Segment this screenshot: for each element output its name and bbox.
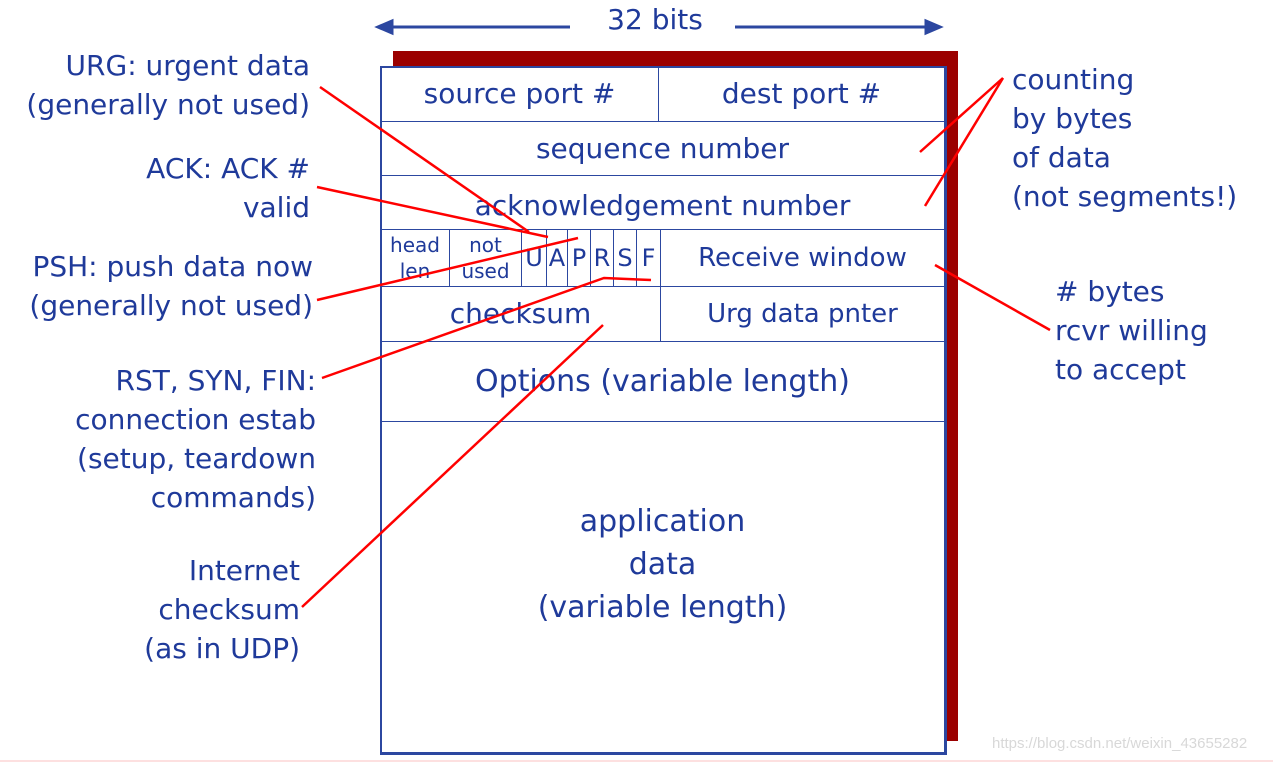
- ack-pointer-line: [316, 185, 549, 239]
- annotation-line: (setup, teardown: [77, 442, 316, 475]
- checksum-pointer-line: [301, 324, 604, 608]
- app-data-line: data: [628, 547, 697, 582]
- counting-annotation: counting by bytes of data (not segments!…: [1012, 60, 1237, 216]
- seq-counting-pointer-line: [919, 77, 1004, 153]
- annotation-line: PSH: push data now: [32, 250, 313, 283]
- arrowhead-left-icon: [374, 18, 394, 36]
- ack-counting-pointer-line: [923, 77, 1005, 207]
- annotation-line: ACK: ACK #: [146, 152, 310, 185]
- application-data-field: application data (variable length): [380, 421, 945, 753]
- annotation-line: checksum: [158, 593, 300, 626]
- checksum-field: checksum: [380, 286, 661, 342]
- psh-annotation: PSH: push data now (generally not used): [29, 247, 313, 325]
- window-annotation: # bytes rcvr willing to accept: [1055, 272, 1208, 389]
- annotation-line: rcvr willing: [1055, 314, 1208, 347]
- annotation-line: valid: [242, 191, 310, 224]
- annotation-line: Internet: [188, 554, 300, 587]
- annotation-line: connection estab: [75, 403, 316, 436]
- arrowhead-right-icon: [924, 18, 944, 36]
- head-len-field: head len: [380, 229, 450, 287]
- rst-syn-fin-annotation: RST, SYN, FIN: connection estab (setup, …: [75, 361, 316, 517]
- annotation-line: (generally not used): [26, 88, 310, 121]
- tcp-segment-box: [380, 66, 947, 755]
- ack-annotation: ACK: ACK # valid: [146, 149, 310, 227]
- annotation-line: to accept: [1055, 353, 1186, 386]
- width-label: 32 bits: [607, 3, 703, 36]
- annotation-line: commands): [150, 481, 316, 514]
- annotation-line: # bytes: [1055, 275, 1165, 308]
- annotation-line: (not segments!): [1012, 180, 1238, 213]
- annotation-line: RST, SYN, FIN:: [115, 364, 317, 397]
- urg-pointer-line: [319, 85, 530, 234]
- annotation-line: URG: urgent data: [65, 49, 310, 82]
- annotation-line: (generally not used): [29, 289, 313, 322]
- annotation-line: of data: [1012, 141, 1111, 174]
- source-port-field: source port #: [380, 66, 659, 122]
- urg-annotation: URG: urgent data (generally not used): [26, 46, 310, 124]
- app-data-line: (variable length): [537, 590, 788, 625]
- annotation-line: by bytes: [1012, 102, 1133, 135]
- annotation-line: (as in UDP): [144, 632, 300, 665]
- app-data-line: application: [579, 504, 746, 539]
- annotation-line: counting: [1012, 63, 1135, 96]
- watermark: https://blog.csdn.net/weixin_43655282: [992, 735, 1248, 752]
- checksum-annotation: Internet checksum (as in UDP): [144, 551, 300, 668]
- psh-pointer-line: [316, 236, 579, 302]
- rst-syn-fin-pointer-line: [321, 276, 652, 380]
- bottom-divider: [0, 760, 1273, 762]
- window-pointer-line: [934, 263, 1051, 332]
